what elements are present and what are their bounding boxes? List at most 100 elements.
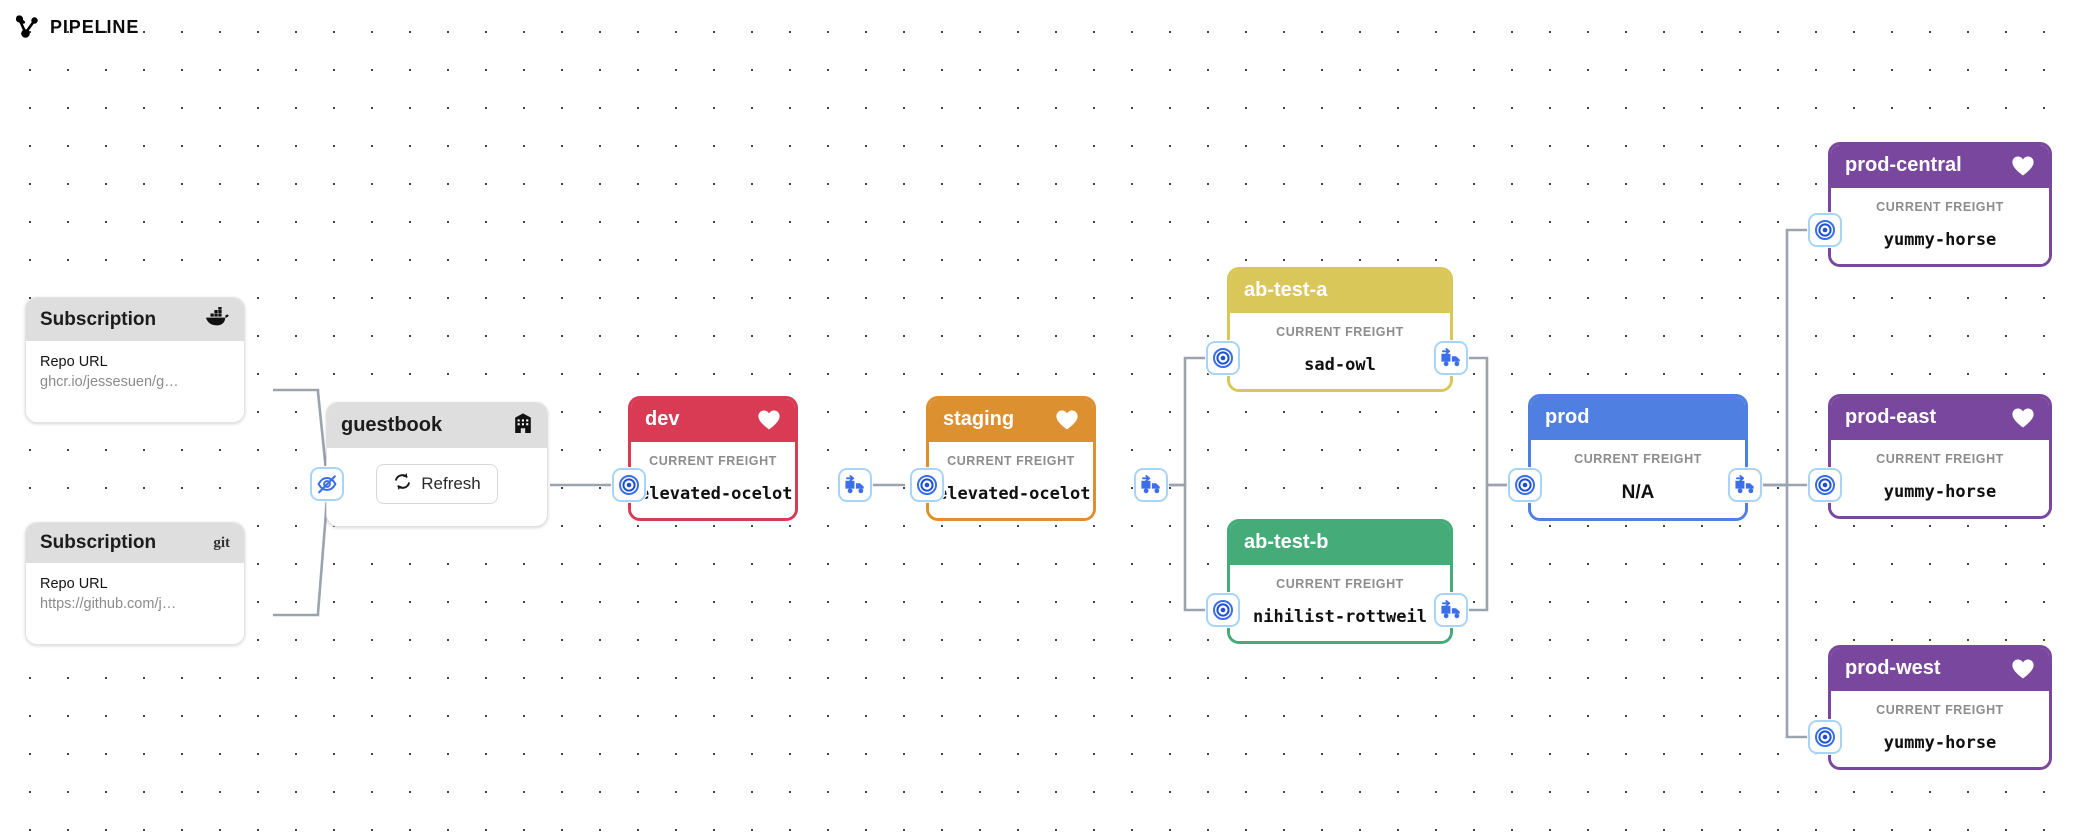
stage-header: prod xyxy=(1531,397,1745,440)
heart-icon[interactable] xyxy=(2011,658,2035,680)
heart-icon[interactable] xyxy=(1055,409,1079,431)
subscription-body: Repo URL https://github.com/j… xyxy=(26,563,244,645)
target-icon[interactable] xyxy=(910,468,944,502)
stage-name: prod-west xyxy=(1845,657,1941,679)
stage-body: CURRENT FREIGHT elevated-ocelot xyxy=(631,442,795,518)
subscription-header: Subscription xyxy=(26,298,244,341)
target-icon[interactable] xyxy=(1206,593,1240,627)
truck-icon[interactable] xyxy=(1728,468,1762,502)
warehouse-title: guestbook xyxy=(341,414,443,436)
edge-staging-to-abtesta xyxy=(1162,356,1206,487)
brand: PIPELINE xyxy=(14,14,139,40)
subscription-card-git[interactable]: Subscription git Repo URL https://github… xyxy=(25,522,245,646)
subscription-title: Subscription xyxy=(40,532,157,553)
target-icon[interactable] xyxy=(1808,468,1842,502)
target-icon[interactable] xyxy=(1808,213,1842,247)
stage-card-dev[interactable]: dev CURRENT FREIGHT elevated-ocelot xyxy=(628,396,798,521)
heart-icon[interactable] xyxy=(2011,407,2035,429)
stage-body: CURRENT FREIGHT nihilist-rottweil xyxy=(1230,565,1450,641)
freight-value: elevated-ocelot xyxy=(639,484,793,504)
target-icon[interactable] xyxy=(612,468,646,502)
freight-value: nihilist-rottweil xyxy=(1253,607,1427,627)
freight-label: CURRENT FREIGHT xyxy=(1574,452,1702,466)
stage-name: prod-central xyxy=(1845,154,1962,176)
eye-off-icon[interactable] xyxy=(310,467,344,501)
freight-value: N/A xyxy=(1621,482,1655,503)
freight-label: CURRENT FREIGHT xyxy=(947,454,1075,468)
freight-value: sad-owl xyxy=(1304,355,1376,375)
stage-header: prod-central xyxy=(1831,145,2049,188)
warehouse-icon xyxy=(513,412,533,439)
freight-value: yummy-horse xyxy=(1883,230,1997,250)
stage-header: ab-test-b xyxy=(1230,522,1450,565)
subscription-title: Subscription xyxy=(40,308,157,330)
stage-card-staging[interactable]: staging CURRENT FREIGHT elevated-ocelot xyxy=(926,396,1096,521)
edge-docker-to-warehouse xyxy=(273,388,329,481)
stage-body: CURRENT FREIGHT yummy-horse xyxy=(1831,691,2049,767)
target-icon[interactable] xyxy=(1508,468,1542,502)
truck-icon[interactable] xyxy=(1434,593,1468,627)
freight-value: yummy-horse xyxy=(1883,733,1997,753)
refresh-label: Refresh xyxy=(421,474,481,493)
edge-prod-to-prodcentral xyxy=(1760,228,1808,487)
stage-card-prod-west[interactable]: prod-west CURRENT FREIGHT yummy-horse xyxy=(1828,645,2052,770)
refresh-button[interactable]: Refresh xyxy=(376,464,498,504)
freight-value: yummy-horse xyxy=(1883,482,1997,502)
freight-label: CURRENT FREIGHT xyxy=(1876,452,2004,466)
repo-url-label: Repo URL xyxy=(40,576,108,592)
freight-value: elevated-ocelot xyxy=(937,484,1091,504)
warehouse-body: Refresh xyxy=(327,448,547,526)
pipeline-icon xyxy=(14,14,40,40)
stage-body: CURRENT FREIGHT sad-owl xyxy=(1230,313,1450,389)
brand-label: PIPELINE xyxy=(50,16,140,37)
stage-header: prod-east xyxy=(1831,397,2049,440)
warehouse-card-guestbook[interactable]: guestbook xyxy=(326,402,548,527)
warehouse-header: guestbook xyxy=(327,403,547,448)
heart-icon[interactable] xyxy=(2011,155,2035,177)
repo-url-label: Repo URL xyxy=(40,354,108,370)
freight-label: CURRENT FREIGHT xyxy=(1276,577,1404,591)
freight-label: CURRENT FREIGHT xyxy=(649,454,777,468)
stage-name: prod-east xyxy=(1845,406,1937,428)
target-icon[interactable] xyxy=(1808,720,1842,754)
edge-abtestb-to-prod xyxy=(1466,483,1508,612)
subscription-header: Subscription git xyxy=(26,523,244,563)
stage-card-ab-test-a[interactable]: ab-test-a CURRENT FREIGHT sad-owl xyxy=(1227,267,1453,392)
edge-git-to-warehouse xyxy=(273,499,329,617)
freight-label: CURRENT FREIGHT xyxy=(1876,703,2004,717)
repo-url-value: ghcr.io/jessesuen/g… xyxy=(40,373,179,390)
truck-icon[interactable] xyxy=(1134,468,1168,502)
stage-name: ab-test-a xyxy=(1244,279,1328,301)
freight-label: CURRENT FREIGHT xyxy=(1276,325,1404,339)
stage-card-ab-test-b[interactable]: ab-test-b CURRENT FREIGHT nihilist-rottw… xyxy=(1227,519,1453,644)
truck-icon[interactable] xyxy=(838,468,872,502)
stage-body: CURRENT FREIGHT elevated-ocelot xyxy=(929,442,1093,518)
subscription-card-docker[interactable]: Subscription Repo URL xyxy=(25,297,245,424)
edge-prod-to-prodwest xyxy=(1760,483,1808,739)
stage-header: dev xyxy=(631,399,795,442)
subscription-body: Repo URL ghcr.io/jessesuen/g… xyxy=(26,341,244,423)
stage-name: ab-test-b xyxy=(1244,531,1329,553)
truck-icon[interactable] xyxy=(1434,341,1468,375)
target-icon[interactable] xyxy=(1206,341,1240,375)
stage-body: CURRENT FREIGHT yummy-horse xyxy=(1831,440,2049,516)
freight-label: CURRENT FREIGHT xyxy=(1876,200,2004,214)
stage-header: ab-test-a xyxy=(1230,270,1450,313)
stage-header: staging xyxy=(929,399,1093,442)
stage-card-prod-central[interactable]: prod-central CURRENT FREIGHT yummy-horse xyxy=(1828,142,2052,267)
stage-name: dev xyxy=(645,408,680,430)
stage-name: staging xyxy=(943,408,1015,430)
stage-card-prod-east[interactable]: prod-east CURRENT FREIGHT yummy-horse xyxy=(1828,394,2052,519)
stage-body: CURRENT FREIGHT N/A xyxy=(1531,440,1745,518)
stage-card-prod[interactable]: prod CURRENT FREIGHT N/A xyxy=(1528,394,1748,521)
heart-icon[interactable] xyxy=(757,409,781,431)
edge-staging-to-abtestb xyxy=(1162,483,1206,612)
edge-abtesta-to-prod xyxy=(1466,356,1508,487)
docker-icon xyxy=(204,306,230,332)
stage-body: CURRENT FREIGHT yummy-horse xyxy=(1831,188,2049,264)
refresh-icon xyxy=(393,472,412,496)
stage-header: prod-west xyxy=(1831,648,2049,691)
git-icon: git xyxy=(213,534,230,551)
